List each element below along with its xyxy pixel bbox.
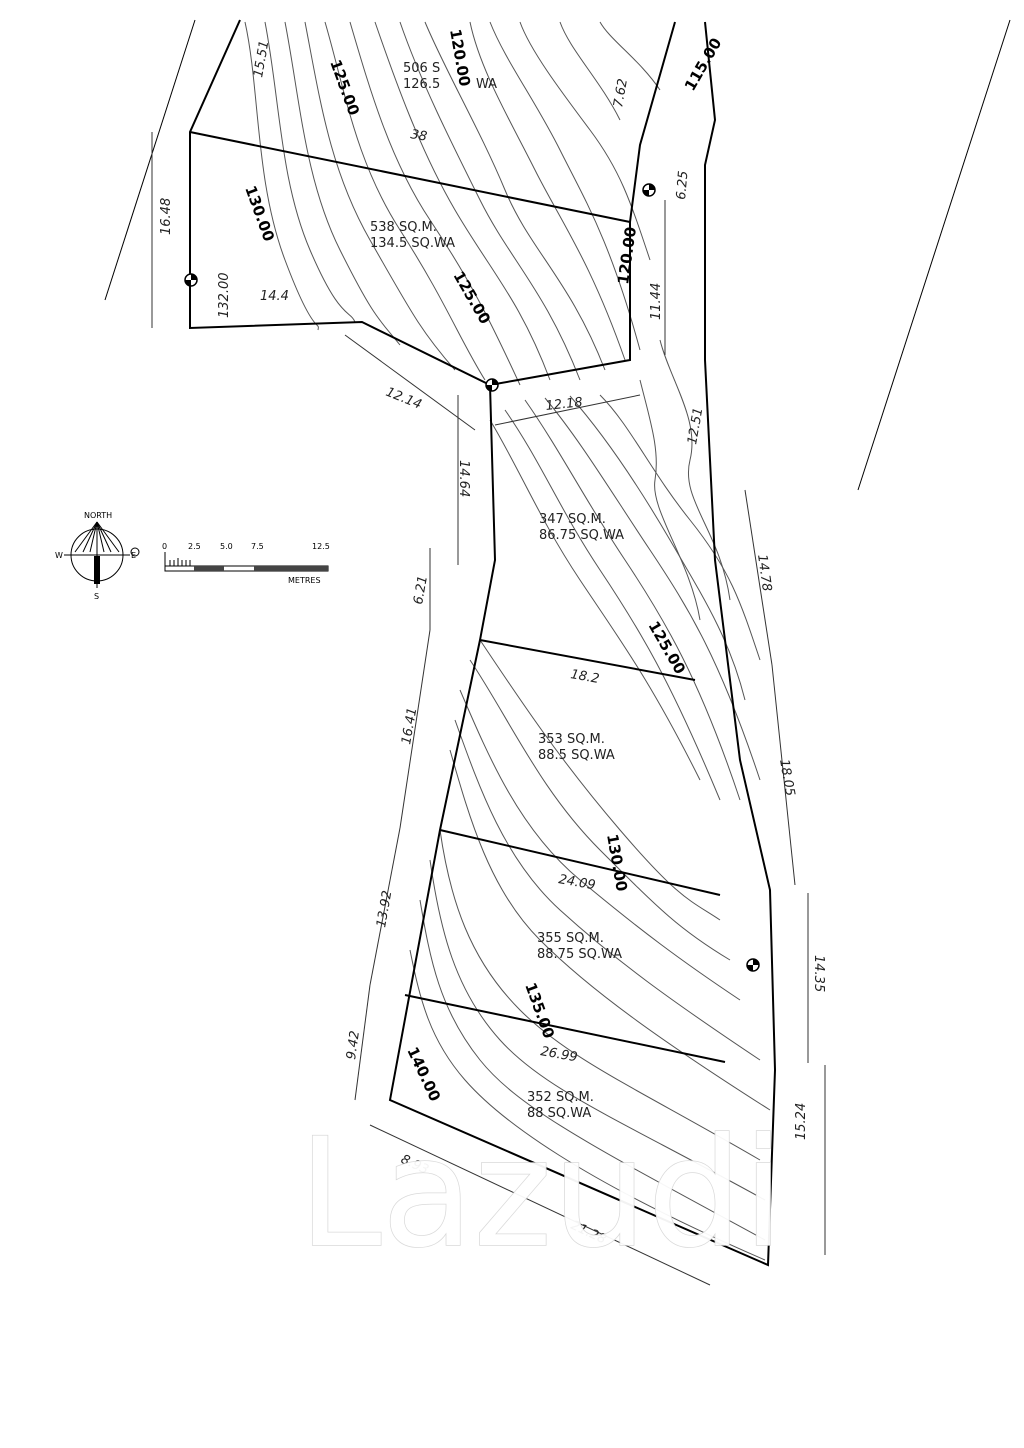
dimension-label: 15.24: [794, 1103, 809, 1140]
dimension-label: 18.05: [776, 758, 797, 797]
lot-boundaries: [189, 19, 777, 1267]
scale-unit-label: METRES: [288, 576, 321, 585]
lot-labels: 506 S 126.5 WA 538 SQ.M. 134.5 SQ.WA 347…: [370, 61, 624, 1121]
dimension-label: 24.09: [557, 872, 596, 893]
contour-label: 140.00: [403, 1044, 444, 1104]
contour-label: 125.00: [450, 268, 495, 327]
contour-label: 130.00: [603, 833, 631, 893]
contour-lines: [244, 21, 771, 1261]
lot-area-wa: 88 SQ.WA: [527, 1106, 591, 1121]
scale-bar: 0 2.5 5.0 7.5 12.5 METRES: [162, 542, 330, 585]
compass-south-label: S: [94, 592, 99, 601]
lot-area: 538 SQ.M.: [370, 220, 437, 235]
dimension-lines: [151, 132, 826, 1286]
road-lines: [104, 19, 1011, 491]
survey-marker-icon: [642, 183, 656, 197]
dimension-label: 38: [409, 127, 428, 145]
dimension-label: 13.92: [374, 889, 395, 928]
watermark-logo: Lazudi: [298, 1107, 784, 1281]
compass-north-label: NORTH: [84, 511, 112, 520]
dimension-label: 9.42: [344, 1030, 363, 1061]
lot-area: 353 SQ.M.: [538, 732, 605, 747]
scale-tick-label: 2.5: [188, 542, 201, 551]
lot-area: 355 SQ.M.: [537, 931, 604, 946]
dimension-label: 12.14: [384, 385, 424, 413]
survey-marker-icon: [485, 378, 499, 392]
contour-label: 115.00: [681, 35, 726, 94]
dimension-label: 14.35: [811, 955, 826, 992]
lot-area: 347 SQ.M.: [539, 512, 606, 527]
contour-label: 120.00: [446, 28, 474, 88]
lot-area-wa-suffix: WA: [476, 77, 497, 92]
contour-label: 125.00: [326, 57, 363, 118]
lot-area-wa: 134.5 SQ.WA: [370, 236, 455, 251]
scale-tick-label: 7.5: [251, 542, 264, 551]
dimension-label: 15.51: [251, 39, 272, 78]
dimension-label: 6.21: [411, 575, 431, 606]
survey-marker-icon: [746, 958, 760, 972]
dimension-label: 18.2: [569, 667, 600, 687]
north-arrow-icon: [74, 521, 120, 553]
dimension-label: 12.51: [685, 406, 706, 445]
lot-area-wa: 88.75 SQ.WA: [537, 947, 622, 962]
compass-west-label: W: [55, 551, 63, 560]
dimension-label: 14.4: [260, 289, 289, 304]
dimension-label: 14.78: [754, 553, 774, 592]
dimension-label: 16.48: [159, 198, 174, 235]
lot-area: 352 SQ.M.: [527, 1090, 594, 1105]
dimension-label: 16.41: [399, 706, 420, 745]
dimension-label: 26.99: [539, 1044, 578, 1065]
dimension-label: 7.62: [611, 78, 631, 109]
lot-area-wa: 126.5: [403, 77, 440, 92]
lot-area: 506 S: [403, 61, 440, 76]
dimension-label: 11.44: [649, 283, 664, 320]
dimension-label: 132.00: [217, 273, 232, 319]
scale-tick-label: 12.5: [312, 542, 330, 551]
dimension-label: 12.18: [545, 395, 584, 414]
dimension-label: 14.64: [456, 460, 471, 497]
contour-label: 135.00: [521, 980, 558, 1041]
scale-tick-label: 5.0: [220, 542, 233, 551]
scale-tick-label: 0: [162, 542, 167, 551]
dimension-label: 6.25: [674, 170, 691, 200]
compass-rose: NORTH S E W: [55, 511, 140, 601]
lot-area-wa: 86.75 SQ.WA: [539, 528, 624, 543]
survey-marker-icon: [184, 273, 198, 287]
contour-label: 120.00: [614, 226, 640, 286]
contour-label: 125.00: [645, 618, 690, 677]
contour-label: 130.00: [241, 183, 278, 244]
lot-area-wa: 88.5 SQ.WA: [538, 748, 615, 763]
survey-markers: [184, 183, 760, 972]
